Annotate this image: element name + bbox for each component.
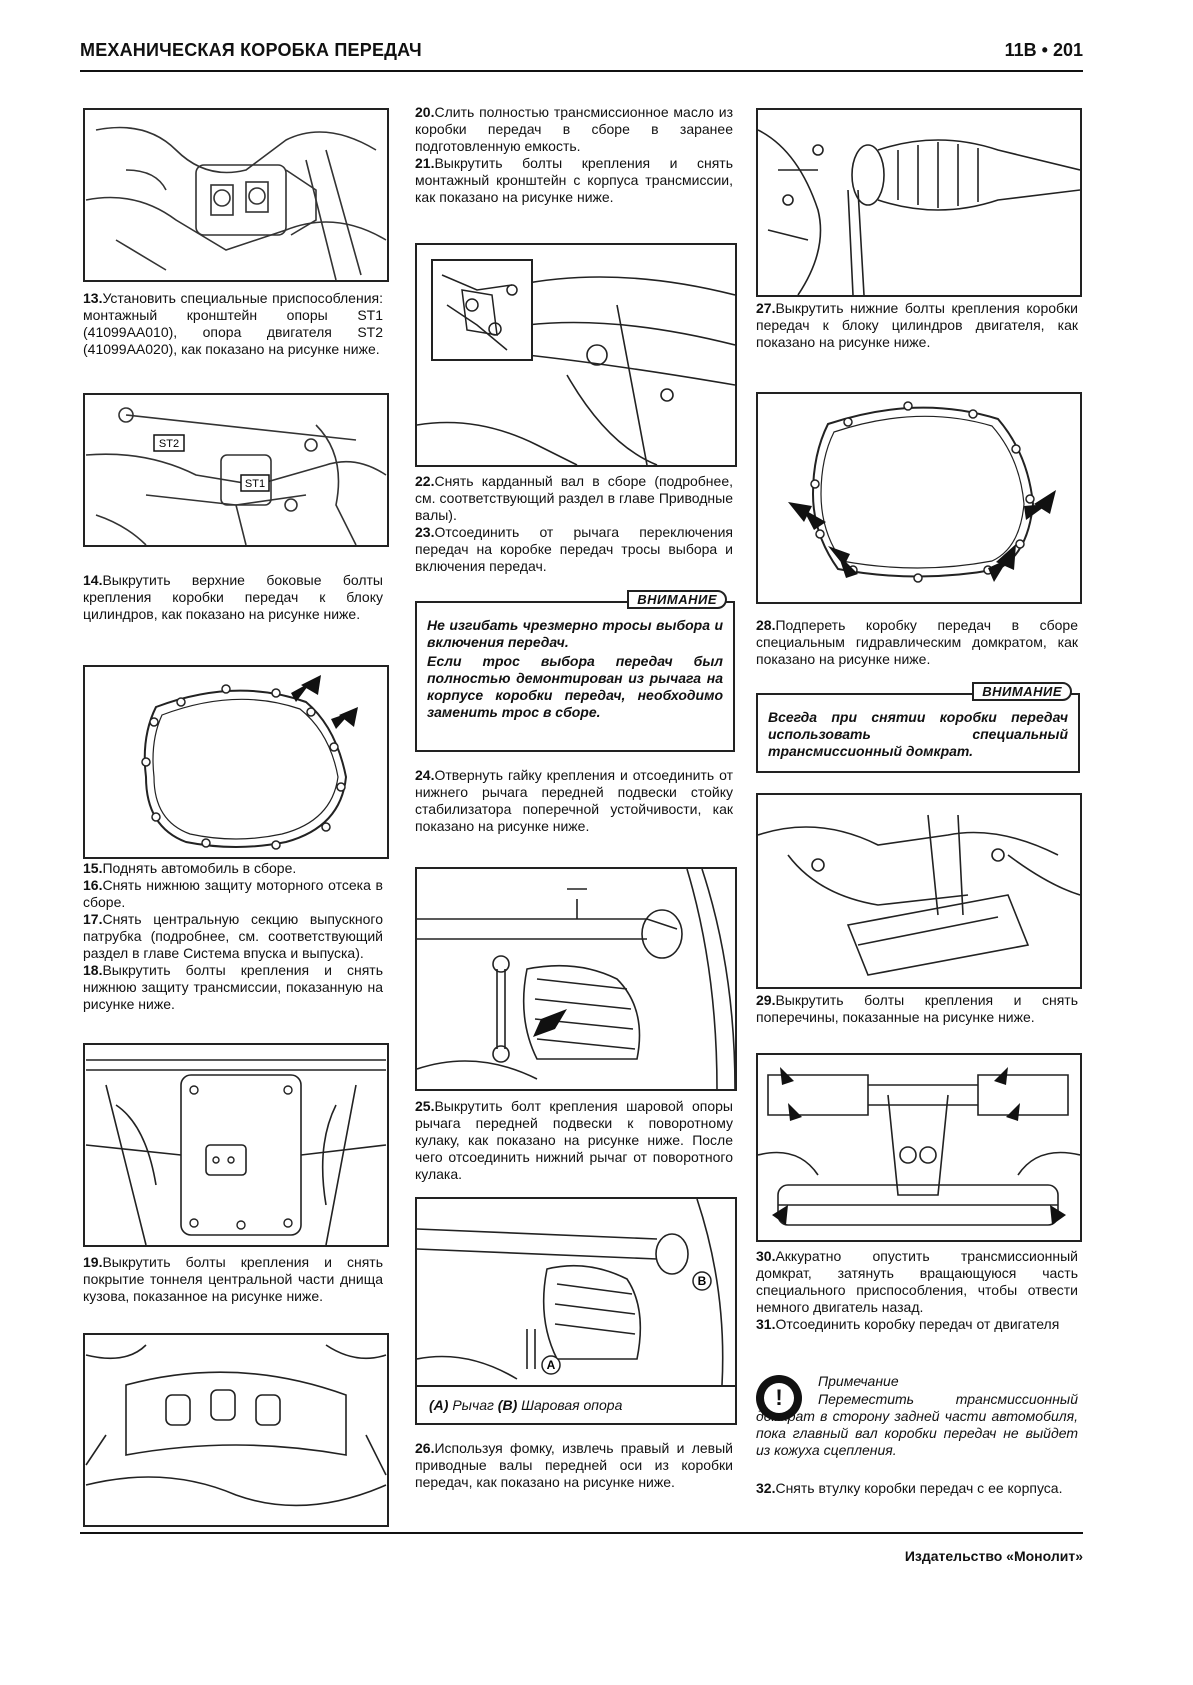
steps-30-31: 30.Аккуратно опустить трансмиссионный до… [756, 1248, 1078, 1333]
step-16: 16.Снять нижнюю защиту моторного отсека … [83, 877, 383, 910]
arrow-icon [533, 1009, 567, 1037]
arrow-icon [1006, 1103, 1020, 1121]
engine-mount-illustration [85, 126, 387, 280]
steps-20-21: 20.Слить полностью трансмиссионное масло… [415, 104, 733, 206]
page-section-title: МЕХАНИЧЕСКАЯ КОРОБКА ПЕРЕДАЧ [80, 40, 422, 60]
figure-engine-mount-bolts [83, 108, 389, 282]
step-24: 24.Отвернуть гайку крепления и отсоедини… [415, 767, 733, 834]
page-number: 11B • 201 [1004, 40, 1083, 60]
transmission-cover-illustration [85, 1059, 387, 1245]
step-30: 30.Аккуратно опустить трансмиссионный до… [756, 1248, 1078, 1315]
crossmembers-illustration [758, 1067, 1080, 1226]
step-25: 25.Выкрутить болт крепления шаровой опор… [415, 1098, 733, 1182]
figure-mounting-bracket [415, 243, 737, 467]
arrow-icon [331, 707, 358, 729]
arrow-icon [788, 502, 826, 530]
arrow-icon [772, 1205, 788, 1225]
step-18: 18.Выкрутить болты крепления и снять ниж… [83, 962, 383, 1012]
arrow-icon [1050, 1205, 1066, 1225]
bellhousing-upper-illustration [141, 675, 358, 850]
step-14: 14.Выкрутить верхние боковые болты крепл… [83, 572, 383, 622]
step-31: 31.Отсоединить коробку передач от двигат… [756, 1316, 1060, 1332]
stabilizer-link-illustration [417, 869, 735, 1089]
step-23: 23.Отсоединить от рычага переключения пе… [415, 524, 733, 574]
warning-tag: ВНИМАНИЕ [972, 682, 1072, 701]
arrow-icon [994, 1067, 1008, 1085]
warning-tag: ВНИМАНИЕ [627, 590, 727, 609]
label-b: B [698, 1274, 707, 1288]
step-32: 32.Снять втулку коробки передач с ее кор… [756, 1480, 1063, 1496]
footer-rule [80, 1532, 1083, 1534]
drive-shaft-illustration [758, 129, 1080, 295]
ball-joint-illustration: A B [417, 1199, 724, 1385]
step-15: 15.Поднять автомобиль в сборе. [83, 860, 297, 876]
step-21: 21.Выкрутить болты крепления и снять мон… [415, 155, 733, 205]
warning-box-jack: ВНИМАНИЕ Всегда при снятии коробки перед… [756, 682, 1080, 773]
transmission-jack-illustration [758, 814, 1080, 976]
step-28: 28.Подпереть коробку передач в сборе спе… [756, 617, 1078, 667]
step-20: 20.Слить полностью трансмиссионное масло… [415, 104, 733, 154]
arrow-icon [828, 546, 858, 578]
figure-special-tools: ST2 ST1 [83, 393, 389, 547]
step-29: 29.Выкрутить болты крепления и снять поп… [756, 992, 1078, 1025]
figure-lower-bolts [756, 392, 1082, 604]
publisher: Издательство «Монолит» [904, 1548, 1083, 1564]
step-26: 26.Используя фомку, извлечь правый и лев… [415, 1440, 733, 1490]
step-22: 22.Снять карданный вал в сборе (подробне… [415, 473, 733, 523]
label-a: A [547, 1358, 556, 1372]
warning-text: Не изгибать чрезмерно тросы выбора и вкл… [427, 617, 723, 720]
warning-box-cables: ВНИМАНИЕ Не изгибать чрезмерно тросы выб… [415, 590, 735, 752]
figure-crossmembers [756, 1053, 1082, 1242]
wrench-note-icon: ! [756, 1375, 802, 1421]
step-13: 13.Установить специальные приспособления… [83, 290, 383, 357]
figure-upper-bolts [83, 665, 389, 859]
mounting-bracket-illustration [417, 259, 735, 465]
steps-22-23: 22.Снять карданный вал в сборе (подробне… [415, 473, 733, 575]
arrow-icon [1024, 490, 1056, 520]
steps-15-18: 15.Поднять автомобиль в сборе. 16.Снять … [83, 860, 383, 1013]
arrow-icon [291, 675, 321, 702]
special-tools-illustration: ST2 ST1 [85, 407, 387, 545]
figure-transmission-cover [83, 1043, 389, 1247]
note-title: Примечание [818, 1373, 899, 1389]
bellhousing-lower-illustration [788, 401, 1056, 583]
figure-caption: (A) Рычаг (B) Шаровая опора [417, 1385, 735, 1423]
arrow-icon [788, 1103, 802, 1121]
st1-label: ST1 [245, 478, 265, 490]
step-17: 17.Снять центральную секцию выпускного п… [83, 911, 383, 961]
step-19: 19.Выкрутить болты крепления и снять пок… [83, 1254, 383, 1304]
figure-tunnel-cover [83, 1333, 389, 1527]
arrow-icon [988, 544, 1016, 582]
figure-ball-joint: A B (A) Рычаг (B) Шаровая опора [415, 1197, 737, 1425]
step-27: 27.Выкрутить нижние болты крепления коро… [756, 300, 1078, 350]
tunnel-cover-illustration [85, 1344, 387, 1507]
st2-label: ST2 [159, 438, 179, 450]
arrow-icon [780, 1067, 794, 1085]
header-rule [80, 70, 1083, 72]
warning-text: Всегда при снятии коробки передач исполь… [768, 709, 1068, 759]
figure-stabilizer-link [415, 867, 737, 1091]
figure-drive-shaft [756, 108, 1082, 297]
figure-transmission-jack [756, 793, 1082, 989]
note-text: Переместить трансмиссионный домкрат в ст… [756, 1391, 1078, 1458]
